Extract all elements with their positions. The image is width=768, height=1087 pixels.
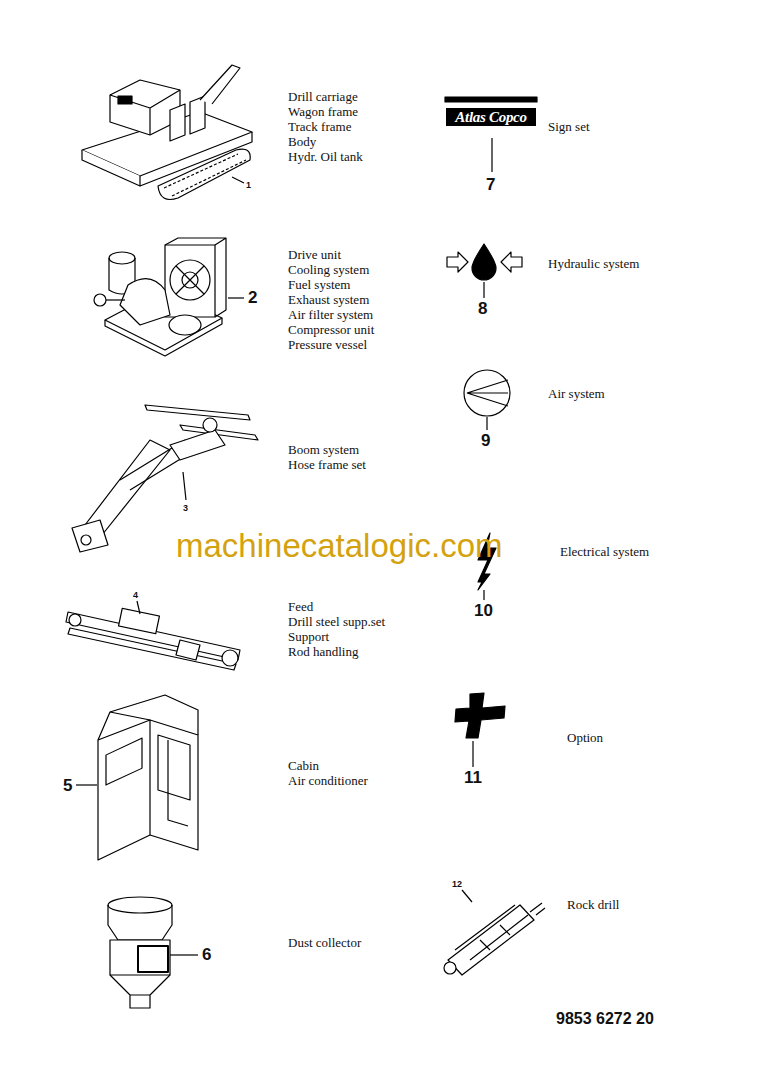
part-group: Dust collector	[288, 935, 361, 950]
part-group: Drill carriage	[288, 89, 358, 104]
feed-figure	[66, 601, 240, 670]
part-group: Rod handling	[288, 644, 358, 659]
part-group: Feed	[288, 599, 313, 614]
callout-number: 3	[183, 503, 188, 513]
callout-number: 4	[133, 590, 138, 600]
hydraulic-symbol	[447, 244, 522, 298]
option-symbol	[455, 693, 505, 767]
part-group: Cooling system	[288, 262, 369, 277]
part-group: Hydraulic system	[548, 256, 639, 271]
sign-set-symbol	[445, 97, 537, 172]
part-group: Air system	[548, 386, 605, 401]
brand-logo: Atlas Copco	[446, 108, 536, 126]
part-group: Option	[567, 730, 603, 745]
part-group: Rock drill	[567, 897, 619, 912]
callout-number: 6	[202, 946, 211, 964]
part-group: Drive unit	[288, 247, 341, 262]
part-group: Exhaust system	[288, 292, 369, 307]
callout-number: 5	[63, 777, 72, 795]
part-group: Hose frame set	[288, 457, 366, 472]
rock-drill-figure	[444, 890, 545, 975]
part-number: 9853 6272 20	[556, 1010, 654, 1028]
callout-number: 12	[452, 879, 462, 889]
part-group: Electrical system	[560, 544, 649, 559]
callout-number: 8	[478, 300, 487, 318]
part-group: Fuel system	[288, 277, 350, 292]
part-group: Compressor unit	[288, 322, 374, 337]
drill-carriage-figure	[82, 65, 252, 200]
cabin-figure	[76, 695, 198, 860]
part-group: Drill steel supp.set	[288, 614, 385, 629]
callout-number: 2	[248, 289, 257, 307]
part-group: Pressure vessel	[288, 337, 367, 352]
part-group: Track frame	[288, 119, 351, 134]
watermark: machinecatalogic.com	[176, 527, 503, 565]
part-group: Air filter system	[288, 307, 373, 322]
air-symbol	[464, 370, 510, 430]
callout-number: 7	[486, 176, 495, 194]
drive-unit-figure	[94, 238, 244, 356]
part-group: Wagon frame	[288, 104, 358, 119]
callout-number: 9	[481, 432, 490, 450]
part-group: Air conditioner	[288, 773, 368, 788]
part-group: Sign set	[548, 119, 590, 134]
part-group: Cabin	[288, 758, 319, 773]
callout-number: 10	[474, 602, 493, 620]
dust-collector-figure	[108, 897, 198, 1008]
callout-number: 11	[464, 769, 482, 787]
part-group: Support	[288, 629, 329, 644]
callout-number: 1	[246, 180, 251, 190]
part-group: Body	[288, 134, 316, 149]
part-group: Boom system	[288, 442, 359, 457]
part-group: Hydr. Oil tank	[288, 149, 363, 164]
